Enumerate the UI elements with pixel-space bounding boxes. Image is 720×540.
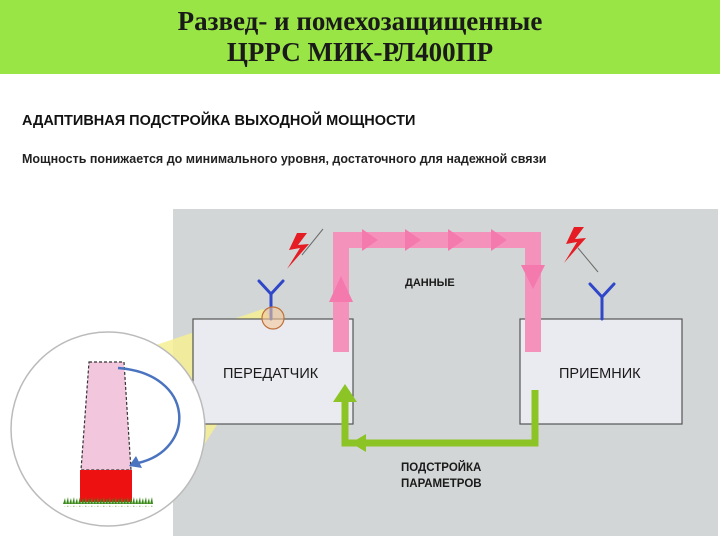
receiver-antenna-icon <box>588 282 616 321</box>
feedback-label-line1: ПОДСТРОЙКА <box>401 461 481 474</box>
transmitter-label: ПЕРЕДАТЧИК <box>223 366 319 382</box>
power-level-high-bar <box>80 361 132 471</box>
grass <box>63 497 153 507</box>
feedback-arrow <box>341 390 539 447</box>
data-flow-chevrons <box>329 229 545 302</box>
transmitter-box <box>192 318 354 425</box>
lightning-trail-right <box>577 247 599 273</box>
subtitle: Мощность понижается до минимального уров… <box>22 152 547 166</box>
receiver-label: ПРИЕМНИК <box>559 366 641 382</box>
feedback-label-line2: ПАРАМЕТРОВ <box>401 478 482 490</box>
feedback-arrowhead-mid <box>351 434 366 452</box>
data-label: ДАННЫЕ <box>405 277 455 289</box>
lightning-icon-right <box>564 227 586 263</box>
power-reduce-arrow <box>117 366 181 465</box>
lightning-trail-left <box>301 228 324 256</box>
section-title: АДАПТИВНАЯ ПОДСТРОЙКА ВЫХОДНОЙ МОЩНОСТИ <box>22 113 416 129</box>
title-line-1: Развед- и помехозащищенные <box>177 6 543 36</box>
power-level-low-bar <box>80 470 132 502</box>
antenna-highlight <box>261 306 285 330</box>
power-reduce-arrowhead <box>129 456 142 468</box>
receiver-box <box>519 318 683 425</box>
title-banner: Развед- и помехозащищенные ЦРРС МИК-РЛ40… <box>0 0 720 74</box>
title-line-2: ЦРРС МИК-РЛ400ПР <box>226 37 494 67</box>
power-level-magnifier <box>10 331 206 527</box>
feedback-arrowhead-left <box>333 384 357 402</box>
lightning-icon-left <box>287 233 309 269</box>
